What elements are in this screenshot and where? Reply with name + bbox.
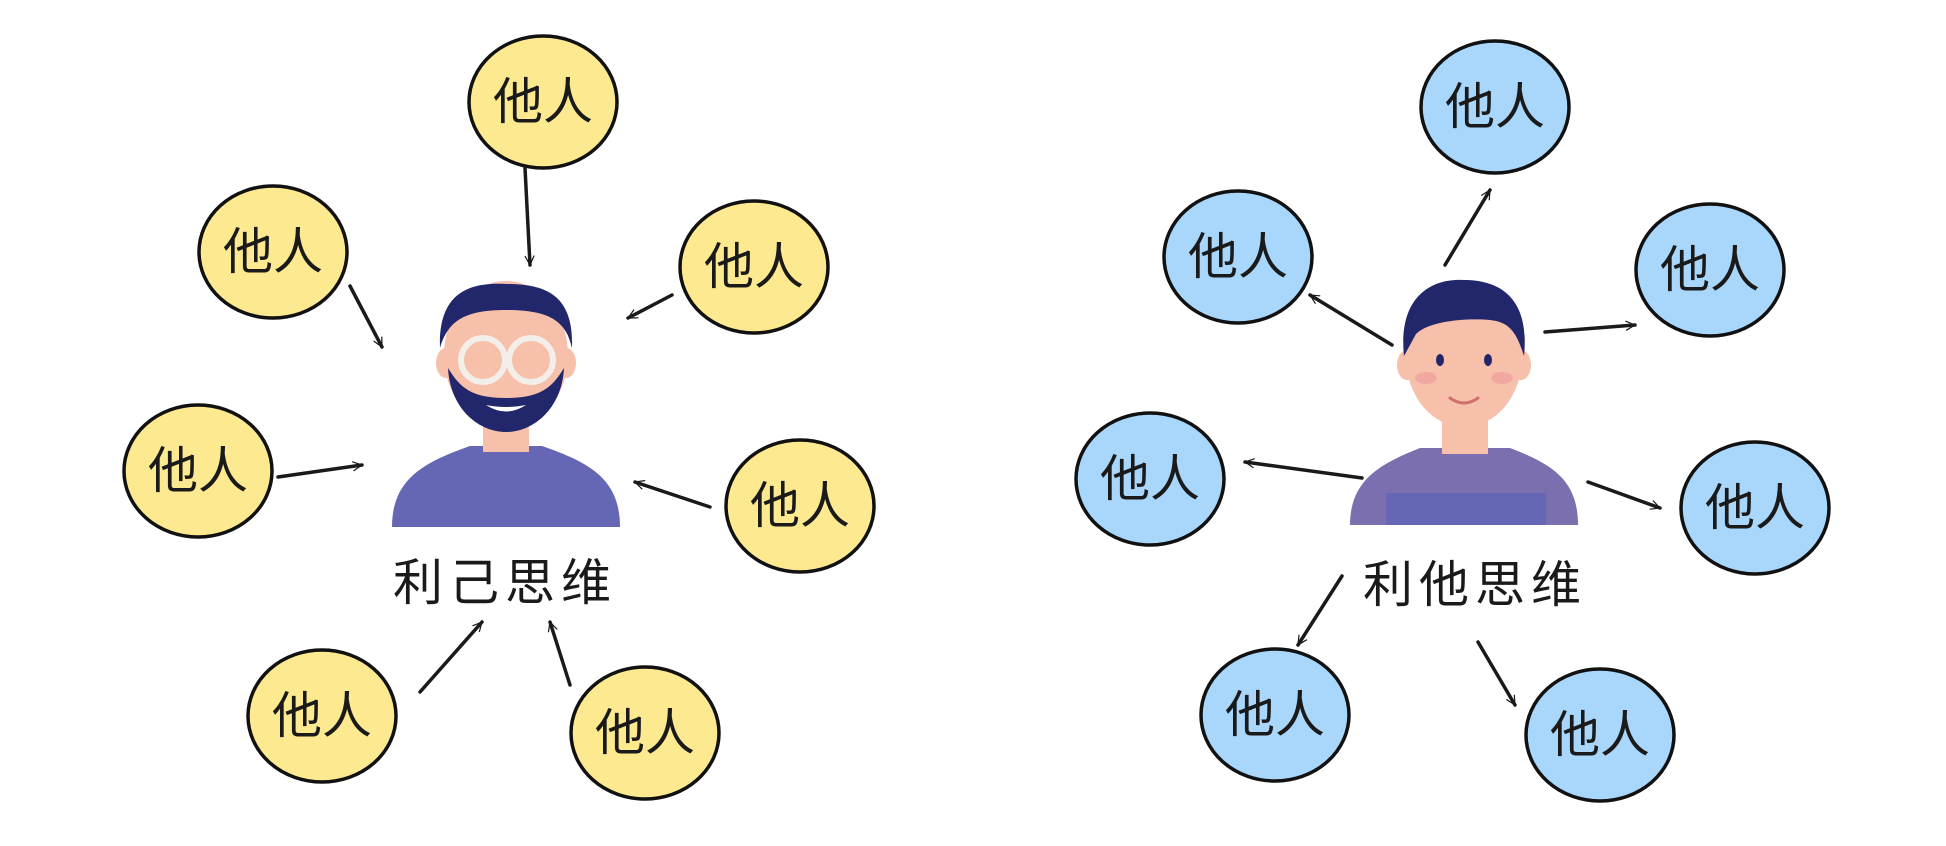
other-side-other-node-3: 他人 xyxy=(1634,202,1786,338)
node-circle xyxy=(724,438,876,574)
self-side-other-node-1: 他人 xyxy=(467,34,619,170)
node-circle xyxy=(1634,202,1786,338)
self-person-hair xyxy=(439,283,573,348)
other-person-hair xyxy=(1403,279,1525,356)
inward-arrow-4 xyxy=(418,620,484,694)
other-side-other-node-2: 他人 xyxy=(1162,189,1314,325)
altruism-caption: 利他思维 xyxy=(1363,556,1587,614)
node-circle xyxy=(1419,39,1571,175)
other-side-other-node-5: 他人 xyxy=(1679,440,1831,576)
node-label: 他人 xyxy=(272,687,372,745)
outward-arrow-7 xyxy=(1476,640,1517,707)
node-label: 他人 xyxy=(223,223,323,281)
self-side-other-node-4: 他人 xyxy=(246,648,398,784)
self-side-other-node-3: 他人 xyxy=(122,403,274,539)
node-label: 他人 xyxy=(148,442,248,500)
node-label: 他人 xyxy=(493,73,593,131)
node-label: 他人 xyxy=(1550,706,1650,764)
inward-arrow-3 xyxy=(276,461,364,479)
node-label: 他人 xyxy=(1445,78,1545,136)
node-circle xyxy=(1074,411,1226,547)
node-label: 他人 xyxy=(750,477,850,535)
other-side-other-node-6: 他人 xyxy=(1199,647,1351,783)
node-label: 他人 xyxy=(1705,479,1805,537)
smile xyxy=(1448,396,1480,405)
node-circle xyxy=(246,648,398,784)
self-interest-caption: 利己思维 xyxy=(393,554,617,612)
node-circle xyxy=(467,34,619,170)
node-circle xyxy=(197,184,349,320)
node-circle xyxy=(1679,440,1831,576)
other-person-figure xyxy=(1350,279,1578,525)
node-label: 他人 xyxy=(595,704,695,762)
outward-arrow-6 xyxy=(1296,574,1344,647)
self-side-other-node-6: 他人 xyxy=(678,199,830,335)
self-side-other-node-7: 他人 xyxy=(724,438,876,574)
node-circle xyxy=(1199,647,1351,783)
self-person-shirt xyxy=(392,446,620,527)
node-label: 他人 xyxy=(1225,686,1325,744)
outward-arrow-4 xyxy=(1243,458,1364,480)
node-circle xyxy=(678,199,830,335)
beard xyxy=(448,368,564,432)
outward-arrow-3 xyxy=(1543,320,1637,334)
inward-arrow-1 xyxy=(523,166,535,267)
node-label: 他人 xyxy=(1660,241,1760,299)
node-circle xyxy=(122,403,274,539)
inward-arrow-6 xyxy=(626,293,674,320)
self-side-other-node-2: 他人 xyxy=(197,184,349,320)
node-label: 他人 xyxy=(704,238,804,296)
inward-arrow-5 xyxy=(547,620,572,687)
node-circle xyxy=(569,665,721,801)
outward-arrow-1 xyxy=(1443,188,1492,267)
node-label: 他人 xyxy=(1100,450,1200,508)
outward-arrow-5 xyxy=(1586,480,1662,510)
self-side-other-node-5: 他人 xyxy=(569,665,721,801)
other-side-other-node-7: 他人 xyxy=(1524,667,1676,803)
other-side-other-node-1: 他人 xyxy=(1419,39,1571,175)
self-person-figure xyxy=(392,281,620,527)
outward-arrow-2 xyxy=(1308,293,1394,347)
node-circle xyxy=(1524,667,1676,803)
inward-arrow-7 xyxy=(633,480,712,509)
inward-arrow-2 xyxy=(348,284,384,349)
node-circle xyxy=(1162,189,1314,325)
other-side-other-node-4: 他人 xyxy=(1074,411,1226,547)
node-label: 他人 xyxy=(1188,228,1288,286)
